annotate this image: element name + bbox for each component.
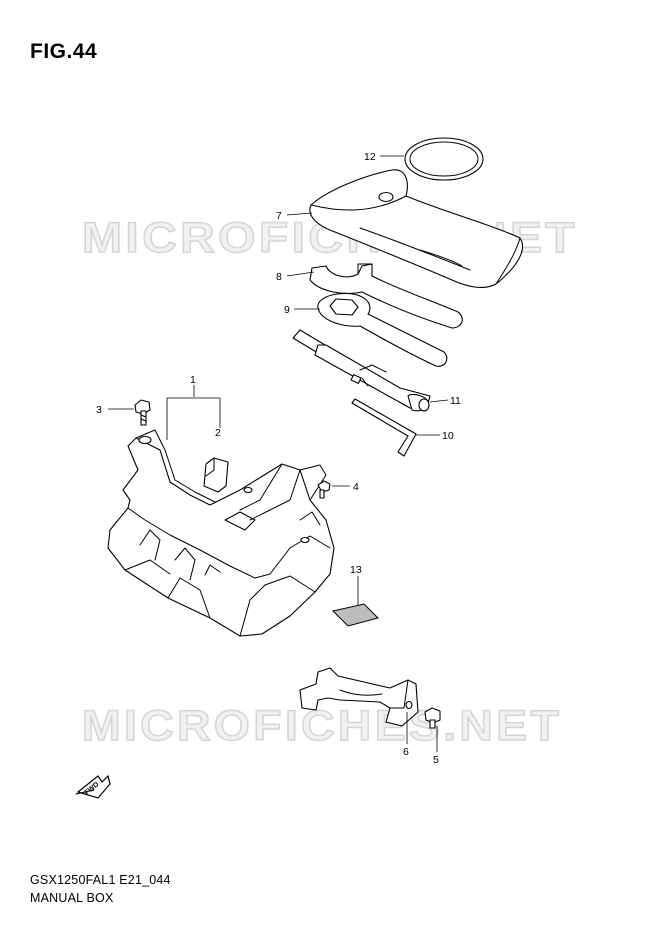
part-11-socket-tool	[292, 329, 431, 412]
figure-title: FIG.44	[30, 40, 98, 63]
callout-11: 11	[450, 395, 461, 407]
callouts: 12 7 8 9 11 10 1 2 3 4 13 6 5	[96, 151, 461, 766]
part-7-tool-bag	[309, 169, 523, 289]
part-5-bolt	[424, 707, 441, 729]
part-2-cushion	[203, 457, 229, 493]
callout-4: 4	[353, 481, 359, 493]
part-3-bolt	[134, 399, 151, 426]
callout-6: 6	[403, 746, 409, 758]
part-6-bracket	[299, 667, 419, 727]
part-9-ring-wrench	[317, 292, 448, 367]
part-12-band	[404, 137, 484, 181]
leader-lines	[108, 155, 449, 752]
callout-7: 7	[276, 210, 282, 222]
fwd-arrow-icon: FWD	[75, 774, 111, 799]
watermark-bottom: MICROFICHES.NET	[82, 702, 562, 750]
callout-9: 9	[284, 304, 290, 316]
part-8-wrench	[309, 263, 463, 329]
callout-10: 10	[442, 430, 454, 442]
section-name: MANUAL BOX	[30, 891, 114, 905]
callout-2: 2	[215, 427, 221, 439]
part-1-manual-box	[107, 429, 335, 637]
callout-5: 5	[433, 754, 439, 766]
callout-13: 13	[350, 564, 362, 576]
model-code: GSX1250FAL1 E21_044	[30, 873, 171, 887]
part-13-pad	[332, 603, 379, 627]
callout-3: 3	[96, 404, 102, 416]
callout-12: 12	[364, 151, 376, 163]
callout-8: 8	[276, 271, 282, 283]
part-10-hex-key	[351, 398, 417, 457]
part-4-screw	[317, 480, 331, 499]
callout-1: 1	[190, 374, 196, 386]
